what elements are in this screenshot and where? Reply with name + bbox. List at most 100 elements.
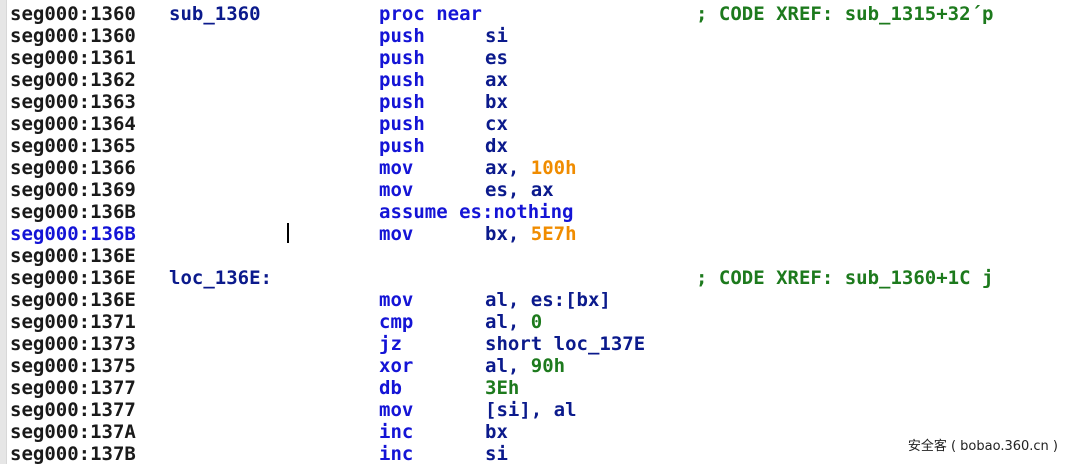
line-address: seg000:1369 — [10, 179, 136, 201]
instruction-mnemonic: push — [379, 69, 425, 91]
line-address: seg000:1366 — [10, 157, 136, 179]
listing-line[interactable]: seg000:136E — [10, 245, 1070, 267]
line-address: seg000:137A — [10, 421, 136, 443]
line-address: seg000:137B — [10, 443, 136, 465]
line-address: seg000:136E — [10, 289, 136, 311]
operand-text: al, — [485, 311, 531, 333]
watermark: 安全客 ( bobao.360.cn ) — [907, 439, 1058, 454]
instruction-operands: bx — [485, 421, 508, 443]
listing-line[interactable]: seg000:1365 push dx — [10, 135, 1070, 157]
operand-text: ax, — [485, 157, 531, 179]
instruction-operands: al, 90h — [485, 355, 565, 377]
instruction-mnemonic: proc near — [379, 3, 482, 25]
listing-line[interactable]: seg000:1361 push es — [10, 47, 1070, 69]
instruction-mnemonic: cmp — [379, 311, 414, 333]
instruction-operands: ax, 100h — [485, 157, 577, 179]
listing-line[interactable]: seg000:1371 cmp al, 0 — [10, 311, 1070, 333]
line-address: seg000:1361 — [10, 47, 136, 69]
operand-text: bx, — [485, 223, 531, 245]
listing-line[interactable]: seg000:1363 push bx — [10, 91, 1070, 113]
instruction-operands: bx, 5E7h — [485, 223, 577, 245]
operand-text: cx — [485, 113, 508, 135]
listing-line[interactable]: seg000:1373 jz short loc_137E — [10, 333, 1070, 355]
listing-line[interactable]: seg000:1362 push ax — [10, 69, 1070, 91]
operand-text: es, ax — [485, 179, 554, 201]
instruction-mnemonic: inc — [379, 421, 414, 443]
instruction-operands: dx — [485, 135, 508, 157]
code-label[interactable]: sub_1360 — [169, 3, 261, 25]
operand-immediate: 0 — [530, 311, 543, 333]
instruction-mnemonic: db — [379, 377, 402, 399]
listing-line[interactable]: seg000:136E mov al, es:[bx] — [10, 289, 1070, 311]
listing-line[interactable]: seg000:1364 push cx — [10, 113, 1070, 135]
listing-line[interactable]: seg000:1369 mov es, ax — [10, 179, 1070, 201]
instruction-mnemonic: mov — [379, 179, 414, 201]
instruction-operands: al, 0 — [485, 311, 542, 333]
listing-line[interactable]: seg000:137B inc si — [10, 443, 1070, 465]
operand-immediate: 5E7h — [530, 223, 577, 245]
line-address: seg000:1377 — [10, 399, 136, 421]
xref-comment[interactable]: ; CODE XREF: sub_1360+1C j — [696, 267, 994, 289]
instruction-mnemonic: mov — [379, 223, 414, 245]
disassembly-listing[interactable]: seg000:1360 sub_1360 proc near ; CODE XREF:… — [10, 3, 1070, 465]
line-address: seg000:136E — [10, 245, 136, 267]
operand-text: [si], al — [485, 399, 577, 421]
instruction-mnemonic: push — [379, 91, 425, 113]
line-address: seg000:136B — [10, 201, 136, 223]
line-address: seg000:1362 — [10, 69, 136, 91]
operand-text: ax — [485, 69, 508, 91]
left-gutter — [0, 0, 7, 464]
instruction-operands: cx — [485, 113, 508, 135]
listing-line[interactable]: seg000:1360 sub_1360 proc near ; CODE XREF:… — [10, 3, 1070, 25]
line-address: seg000:136E — [10, 267, 136, 289]
instruction-operands: al, es:[bx] — [485, 289, 611, 311]
line-address: seg000:1360 — [10, 25, 136, 47]
line-address: seg000:1375 — [10, 355, 136, 377]
instruction-mnemonic: push — [379, 47, 425, 69]
instruction-mnemonic: push — [379, 25, 425, 47]
operand-text: es — [485, 47, 508, 69]
instruction-mnemonic: inc — [379, 443, 414, 465]
instruction-mnemonic: xor — [379, 355, 414, 377]
instruction-mnemonic: push — [379, 113, 425, 135]
instruction-operands: short loc_137E — [485, 333, 645, 355]
instruction-operands: ax — [485, 69, 508, 91]
operand-immediate: 100h — [530, 157, 577, 179]
operand-text: bx — [485, 421, 508, 443]
instruction-mnemonic: mov — [379, 289, 414, 311]
line-address: seg000:1373 — [10, 333, 136, 355]
text-cursor — [287, 223, 289, 243]
line-address: seg000:1363 — [10, 91, 136, 113]
instruction-mnemonic: jz — [379, 333, 402, 355]
instruction-operands: es — [485, 47, 508, 69]
line-address: seg000:1364 — [10, 113, 136, 135]
operand-text: si — [485, 25, 508, 47]
instruction-operands: 3Eh — [485, 377, 519, 399]
listing-line[interactable]: seg000:1360 push si — [10, 25, 1070, 47]
line-address: seg000:1371 — [10, 311, 136, 333]
instruction-mnemonic: assume es:nothing — [379, 201, 574, 223]
operand-text: short loc_137E — [485, 333, 646, 355]
instruction-operands: bx — [485, 91, 508, 113]
instruction-mnemonic: mov — [379, 157, 414, 179]
operand-text: dx — [485, 135, 508, 157]
line-address: seg000:1360 — [10, 3, 136, 25]
operand-immediate: 3Eh — [485, 377, 520, 399]
line-address: seg000:1365 — [10, 135, 136, 157]
operand-text: bx — [485, 91, 508, 113]
operand-immediate: 90h — [530, 355, 566, 377]
listing-line[interactable]: seg000:136B assume es:nothing — [10, 201, 1070, 223]
listing-line[interactable]: seg000:1375 xor al, 90h — [10, 355, 1070, 377]
instruction-operands: si — [485, 443, 508, 465]
instruction-operands: [si], al — [485, 399, 577, 421]
xref-comment[interactable]: ; CODE XREF: sub_1315+32´p — [696, 3, 994, 25]
instruction-mnemonic: push — [379, 135, 425, 157]
operand-text: al, — [485, 355, 531, 377]
listing-line[interactable]: seg000:136E loc_136E: ; CODE XREF: sub_136… — [10, 267, 1070, 289]
code-label[interactable]: loc_136E: — [169, 267, 272, 289]
listing-line[interactable]: seg000:1366 mov ax, 100h — [10, 157, 1070, 179]
listing-line[interactable]: seg000:137A inc bx — [10, 421, 1070, 443]
